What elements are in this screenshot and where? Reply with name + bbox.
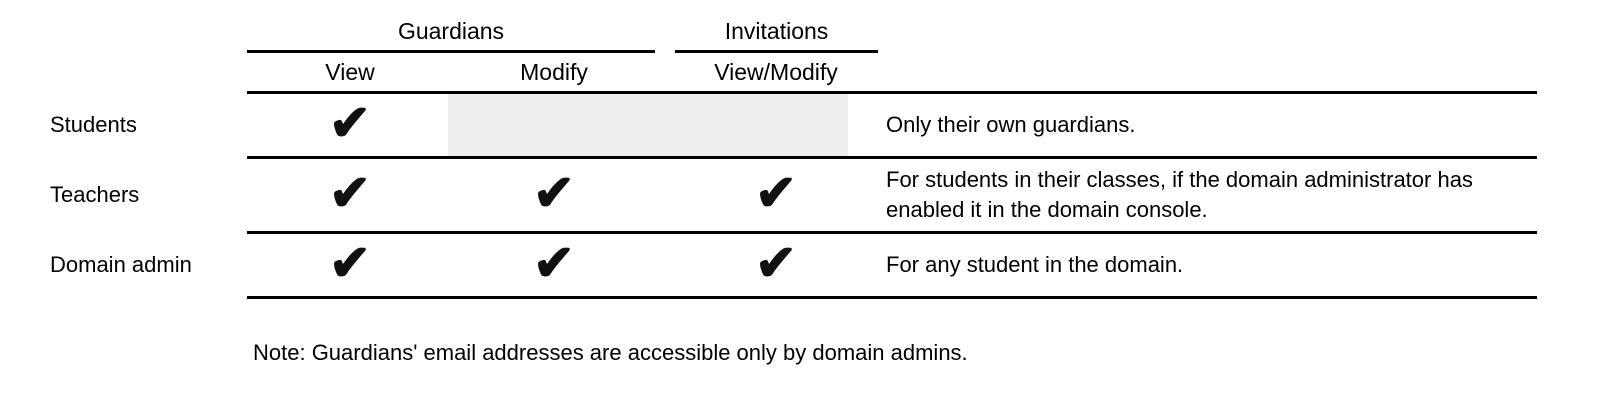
students-disabled-cells-shading: [448, 94, 848, 157]
cell-teachers-invitations-view-modify: ✔: [676, 159, 876, 231]
check-icon: ✔: [755, 235, 797, 291]
footnote: Note: Guardians' email addresses are acc…: [253, 340, 968, 365]
check-icon: ✔: [329, 235, 371, 291]
row-label-teachers: Teachers: [50, 182, 140, 207]
note-teachers: For students in their classes, if the do…: [886, 167, 1473, 222]
column-header-modify: Modify: [520, 58, 588, 85]
column-header-view: View: [325, 58, 375, 85]
cell-teachers-guardians-view: ✔: [250, 159, 450, 231]
check-icon: ✔: [329, 95, 371, 151]
check-icon: ✔: [755, 165, 797, 221]
invitations-underline-divider: [675, 50, 878, 53]
check-icon: ✔: [329, 165, 371, 221]
row-label-students: Students: [50, 112, 137, 137]
check-icon: ✔: [533, 235, 575, 291]
note-domain-admin: For any student in the domain.: [886, 252, 1184, 277]
cell-domain-admin-guardians-view: ✔: [250, 234, 450, 296]
column-header-view-modify: View/Modify: [714, 58, 838, 85]
cell-domain-admin-invitations-view-modify: ✔: [676, 234, 876, 296]
check-icon: ✔: [533, 165, 575, 221]
note-students: Only their own guardians.: [886, 112, 1136, 137]
students-row-divider: [247, 156, 1537, 159]
cell-students-guardians-view: ✔: [250, 94, 450, 156]
header-bottom-divider: [247, 91, 1537, 94]
column-group-invitations: Invitations: [724, 17, 829, 44]
domain-admin-row-divider: [247, 296, 1537, 299]
row-label-domain-admin: Domain admin: [50, 252, 192, 277]
guardians-underline-divider: [247, 50, 655, 53]
cell-teachers-guardians-modify: ✔: [454, 159, 654, 231]
cell-domain-admin-guardians-modify: ✔: [454, 234, 654, 296]
teachers-row-divider: [247, 231, 1537, 234]
column-group-guardians: Guardians: [397, 17, 505, 44]
